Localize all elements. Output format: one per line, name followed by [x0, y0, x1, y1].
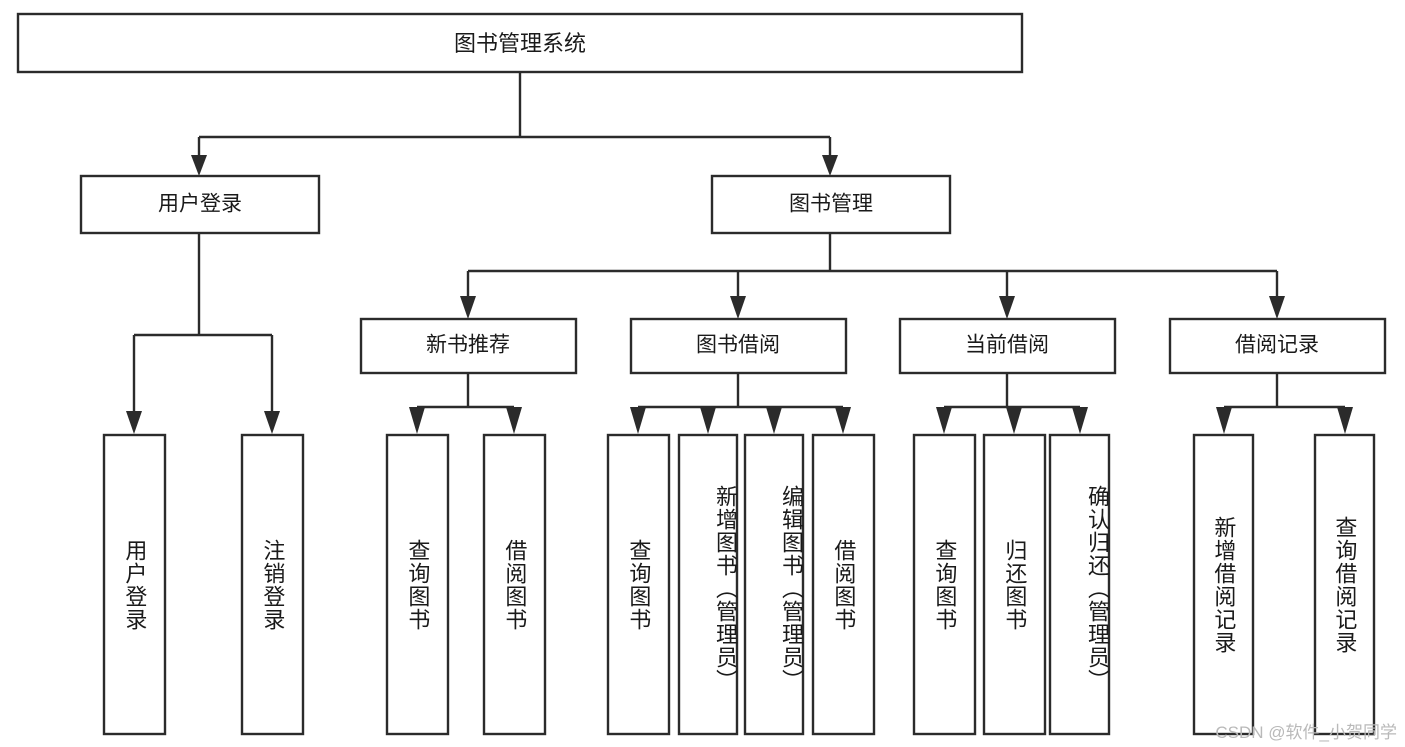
node-new-book-recommend-label: 新书推荐: [426, 334, 510, 357]
arrow-to-current-borrow: [999, 296, 1015, 319]
leaf-box-current-borrow-2[interactable]: [982, 433, 1047, 736]
leaf-box-current-borrow-3[interactable]: [1048, 433, 1111, 736]
arrow-bookborrow-leaf-2: [700, 407, 716, 434]
arrow-to-book-borrow: [730, 296, 746, 319]
arrow-bookborrow-leaf-4: [835, 407, 851, 434]
leaf-boxes: [102, 433, 1376, 736]
arrow-newbook-leaf-2: [506, 407, 522, 434]
arrow-userlogin-leaf-2: [264, 411, 280, 434]
node-user-login[interactable]: 用户登录: [79, 174, 321, 235]
leaf-box-new-book-1[interactable]: [385, 433, 450, 736]
node-book-borrow-label: 图书借阅: [696, 334, 780, 357]
leaf-box-borrow-record-2[interactable]: [1313, 433, 1376, 736]
arrow-newbook-leaf-1: [409, 407, 425, 434]
leaf-box-user-login-2[interactable]: [240, 433, 305, 736]
node-borrow-record[interactable]: 借阅记录: [1168, 317, 1387, 375]
arrow-currentborrow-leaf-1: [936, 407, 952, 434]
arrow-currentborrow-leaf-2: [1006, 407, 1022, 434]
arrow-borrowrecord-leaf-1: [1216, 407, 1232, 434]
leaf-box-user-login-1[interactable]: [102, 433, 167, 736]
leaf-box-book-borrow-3[interactable]: [743, 433, 805, 736]
arrow-to-book-mgmt: [822, 155, 838, 176]
csdn-watermark: CSDN @软件_小贺同学: [1215, 723, 1397, 742]
node-book-borrow[interactable]: 图书借阅: [629, 317, 848, 375]
arrow-userlogin-leaf-1: [126, 411, 142, 434]
node-root[interactable]: 图书管理系统: [16, 12, 1024, 74]
leaf-box-book-borrow-2[interactable]: [677, 433, 739, 736]
node-user-login-label: 用户登录: [158, 193, 242, 216]
node-book-management-box[interactable]: [710, 174, 952, 235]
node-new-book-recommend-box[interactable]: [359, 317, 578, 375]
node-current-borrow-label: 当前借阅: [965, 334, 1049, 357]
node-new-book-recommend[interactable]: 新书推荐: [359, 317, 578, 375]
node-borrow-record-label: 借阅记录: [1235, 334, 1319, 357]
connectors: [126, 72, 1353, 434]
arrow-bookborrow-leaf-3: [766, 407, 782, 434]
leaf-box-new-book-2[interactable]: [482, 433, 547, 736]
arrow-to-user-login: [191, 155, 207, 176]
node-book-management[interactable]: 图书管理: [710, 174, 952, 235]
node-current-borrow[interactable]: 当前借阅: [898, 317, 1117, 375]
node-root-label: 图书管理系统: [454, 31, 586, 56]
node-borrow-record-box[interactable]: [1168, 317, 1387, 375]
leaf-box-current-borrow-1[interactable]: [912, 433, 977, 736]
node-user-login-box[interactable]: [79, 174, 321, 235]
node-current-borrow-box[interactable]: [898, 317, 1117, 375]
leaf-box-book-borrow-1[interactable]: [606, 433, 671, 736]
node-root-box[interactable]: [16, 12, 1024, 74]
arrow-currentborrow-leaf-3: [1072, 407, 1088, 434]
node-book-management-label: 图书管理: [789, 193, 873, 216]
arrow-bookborrow-leaf-1: [630, 407, 646, 434]
leaf-box-borrow-record-1[interactable]: [1192, 433, 1255, 736]
node-book-borrow-box[interactable]: [629, 317, 848, 375]
arrow-to-borrow-record: [1269, 296, 1285, 319]
leaf-box-book-borrow-4[interactable]: [811, 433, 876, 736]
arrow-borrowrecord-leaf-2: [1337, 407, 1353, 434]
arrow-to-new-book: [460, 296, 476, 319]
